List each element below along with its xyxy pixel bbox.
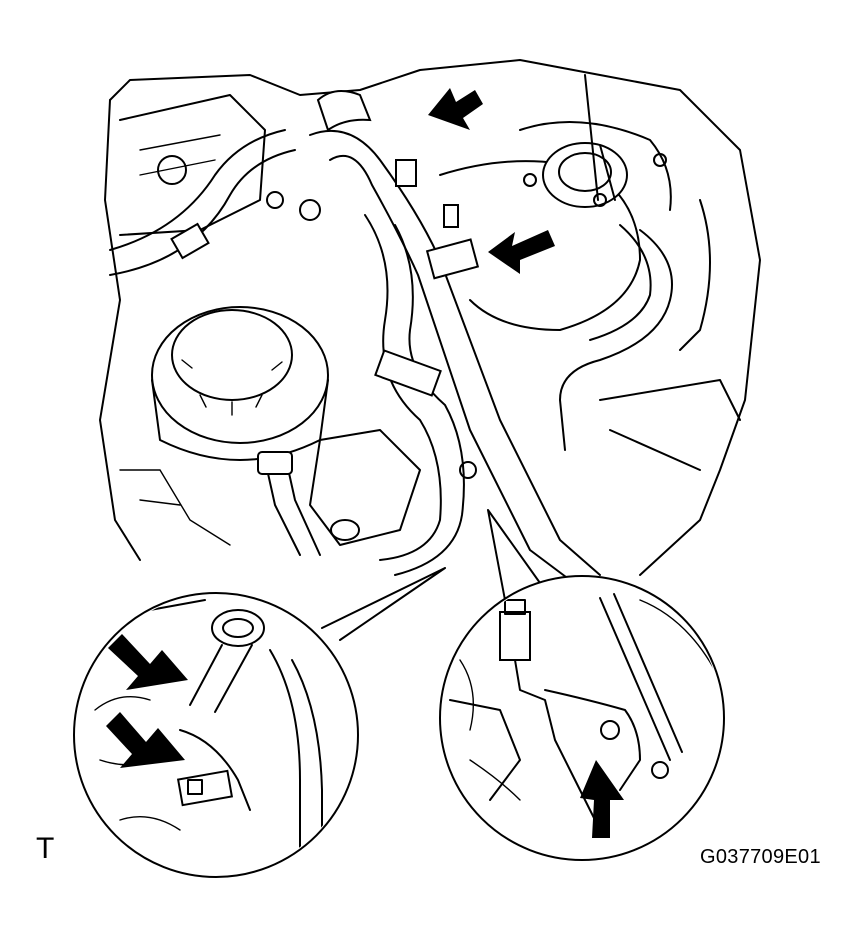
arrow-top-connector (428, 88, 483, 130)
arrow-right-detail (580, 760, 624, 838)
figure-id-label: G037709E01 (700, 846, 821, 868)
detail-circle-right (439, 575, 725, 861)
detail-circle-left (73, 592, 359, 878)
leader-right (487, 509, 546, 601)
arrow-left-detail-upper (108, 634, 188, 690)
arrow-right-clamp (488, 230, 555, 274)
main-engine-view (99, 59, 761, 581)
leader-left (321, 567, 446, 641)
arrow-left-detail-lower (106, 712, 185, 768)
fluid-reservoir (151, 306, 329, 461)
view-orientation-mark: T (36, 832, 55, 865)
